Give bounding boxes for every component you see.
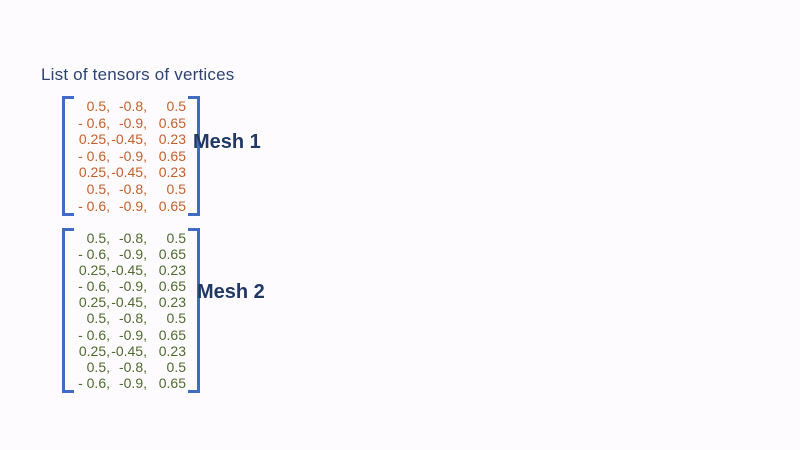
matrix-row: 0.5, -0.8, 0.5 <box>76 359 186 375</box>
matrix-cell: 0.23 <box>158 164 186 181</box>
matrix-cell: -0.45, <box>111 164 147 181</box>
matrix-row: 0.5, -0.8, 0.5 <box>76 181 186 198</box>
matrix-cell: - 0.6, <box>78 197 110 214</box>
matrix-cell: 0.23 <box>158 342 186 359</box>
matrix-row: 0.5, -0.8, 0.5 <box>76 230 186 246</box>
mesh2-left-bracket-icon <box>62 228 74 393</box>
matrix-row: 0.5, -0.8, 0.5 <box>76 310 186 326</box>
matrix-cell: 0.65 <box>158 197 186 214</box>
matrix-cell: - 0.6, <box>78 326 110 343</box>
matrix-cell: 0.5, <box>86 230 110 246</box>
matrix-row: 0.25,-0.45, 0.23 <box>76 343 186 359</box>
matrix-cell: -0.9, <box>118 278 147 295</box>
matrix-cell: 0.5, <box>86 310 110 327</box>
mesh1-right-bracket-icon <box>188 96 200 217</box>
matrix-cell: -0.45, <box>111 342 147 359</box>
matrix-cell: -0.9, <box>118 114 147 131</box>
matrix-cell: 0.25, <box>78 164 110 181</box>
matrix-row: - 0.6, -0.9, 0.65 <box>76 148 186 165</box>
matrix-cell: 0.5 <box>166 180 186 197</box>
matrix-cell: 0.23 <box>158 294 186 311</box>
matrix-cell: -0.9, <box>118 147 147 164</box>
matrix-cell: 0.5, <box>86 358 110 375</box>
matrix-cell: 0.65 <box>158 278 186 295</box>
matrix-cell: 0.5 <box>166 230 186 246</box>
matrix-cell: -0.9, <box>118 246 147 263</box>
matrix-cell: -0.45, <box>111 262 147 279</box>
matrix-cell: 0.5, <box>86 180 110 197</box>
matrix-row: 0.25,-0.45, 0.23 <box>76 131 186 148</box>
matrix-cell: 0.25, <box>78 342 110 359</box>
matrix-row: - 0.6, -0.9, 0.65 <box>76 278 186 294</box>
matrix-cell: 0.65 <box>158 326 186 343</box>
matrix-cell: 0.65 <box>158 114 186 131</box>
matrix-cell: -0.45, <box>111 294 147 311</box>
matrix-cell: -0.8, <box>118 310 147 327</box>
matrix-cell: - 0.6, <box>78 147 110 164</box>
matrix-cell: 0.25, <box>78 131 110 148</box>
matrix-cell: -0.8, <box>118 180 147 197</box>
matrix-cell: -0.8, <box>118 98 147 114</box>
matrix-cell: 0.25, <box>78 294 110 311</box>
matrix-cell: -0.8, <box>118 230 147 246</box>
matrix-cell: - 0.6, <box>78 246 110 263</box>
matrix-cell: -0.45, <box>111 131 147 148</box>
matrix-cell: -0.8, <box>118 358 147 375</box>
mesh2-label: Mesh 2 <box>197 281 265 303</box>
matrix-cell: 0.23 <box>158 262 186 279</box>
matrix-row: - 0.6, -0.9, 0.65 <box>76 115 186 132</box>
matrix-cell: 0.23 <box>158 131 186 148</box>
matrix-cell: 0.25, <box>78 262 110 279</box>
matrix-cell: -0.9, <box>118 374 147 391</box>
mesh2-right-bracket-icon <box>188 228 200 393</box>
matrix-cell: - 0.6, <box>78 278 110 295</box>
matrix-cell: 0.5 <box>166 358 186 375</box>
matrix-cell: 0.5, <box>86 98 110 114</box>
mesh1-left-bracket-icon <box>62 96 74 217</box>
matrix-row: - 0.6, -0.9, 0.65 <box>76 327 186 343</box>
matrix-cell: - 0.6, <box>78 374 110 391</box>
matrix-row: - 0.6, -0.9, 0.65 <box>76 375 186 391</box>
matrix-cell: 0.65 <box>158 374 186 391</box>
matrix-cell: -0.9, <box>118 326 147 343</box>
matrix-row: 0.25,-0.45, 0.23 <box>76 164 186 181</box>
page-title: List of tensors of vertices <box>41 65 235 84</box>
matrix-row: - 0.6, -0.9, 0.65 <box>76 246 186 262</box>
matrix-row: 0.25,-0.45, 0.23 <box>76 294 186 310</box>
matrix-row: 0.25,-0.45, 0.23 <box>76 262 186 278</box>
matrix-cell: - 0.6, <box>78 114 110 131</box>
matrix-cell: -0.9, <box>118 197 147 214</box>
matrix-row: 0.5, -0.8, 0.5 <box>76 98 186 115</box>
matrix-cell: 0.65 <box>158 246 186 263</box>
matrix-cell: 0.5 <box>166 98 186 114</box>
matrix-cell: 0.5 <box>166 310 186 327</box>
matrix-row: - 0.6, -0.9, 0.65 <box>76 198 186 215</box>
matrix-cell: 0.65 <box>158 147 186 164</box>
mesh1-label: Mesh 1 <box>193 131 261 153</box>
